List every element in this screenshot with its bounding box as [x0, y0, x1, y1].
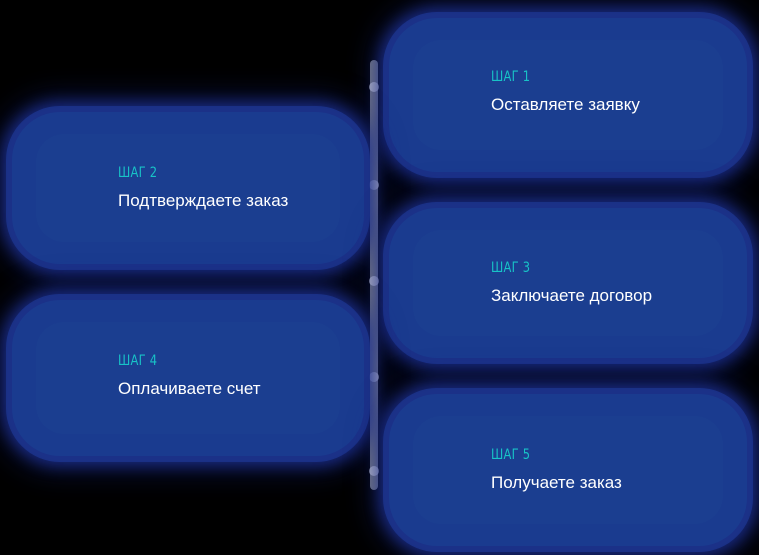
timeline-dot — [369, 180, 379, 190]
step-number: ШАГ 1 — [491, 69, 531, 85]
step-title: Заключаете договор — [491, 286, 653, 305]
step-card-2: ШАГ 2 Подтверждаете заказ — [12, 112, 364, 264]
step-title: Оплачиваете счет — [118, 379, 261, 398]
step-number: ШАГ 5 — [491, 447, 531, 463]
timeline-dot — [369, 82, 379, 92]
timeline-dot — [369, 466, 379, 476]
step-number: ШАГ 4 — [118, 353, 158, 369]
step-title: Подтверждаете заказ — [118, 191, 289, 210]
step-title: Оставляете заявку — [491, 95, 640, 114]
timeline-line — [370, 60, 378, 490]
step-card-1: ШАГ 1 Оставляете заявку — [389, 18, 747, 172]
step-card-5: ШАГ 5 Получаете заказ — [389, 394, 747, 546]
timeline-dot — [369, 276, 379, 286]
step-number: ШАГ 2 — [118, 165, 158, 181]
step-card-4: ШАГ 4 Оплачиваете счет — [12, 300, 364, 456]
step-title: Получаете заказ — [491, 473, 622, 492]
step-card-3: ШАГ 3 Заключаете договор — [389, 208, 747, 358]
step-number: ШАГ 3 — [491, 260, 531, 276]
timeline-dot — [369, 372, 379, 382]
